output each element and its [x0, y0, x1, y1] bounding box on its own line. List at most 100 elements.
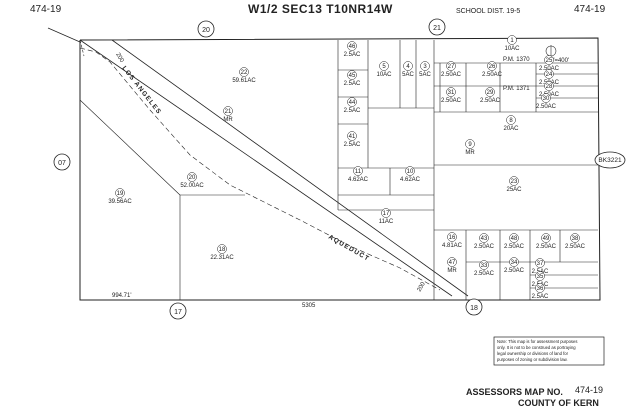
map-ref-right: 474-19 [574, 4, 606, 15]
parcel-number: 47 [449, 260, 456, 266]
svg-text:18: 18 [470, 305, 478, 312]
measure-bottom-left: 994.71' [112, 293, 132, 299]
parcel-18: 18 22.31AC [210, 244, 234, 261]
parcel-number: 38 [572, 236, 579, 242]
parcel-number-circle [487, 61, 497, 71]
book-reference: BK3221 [594, 151, 626, 169]
parcel-number-circle [544, 69, 554, 79]
parcel-number: 18 [219, 247, 226, 253]
parcel-number: 1 [510, 38, 514, 44]
parcel-1: 1 10AC [504, 35, 520, 52]
parcel-area: MR [465, 150, 475, 156]
parcel-number: 17 [383, 211, 390, 217]
parcel-area: 25AC [506, 187, 522, 193]
parcel-number-circle [347, 131, 357, 141]
section-marker-21: 21 [428, 18, 446, 36]
parcel-30: 30 2.50AC [536, 93, 557, 110]
svg-text:17: 17 [174, 309, 182, 316]
parcel-area: 22.31AC [210, 255, 234, 261]
parcel-number: 26 [489, 64, 496, 70]
parcel-area: 10AC [504, 46, 520, 52]
parcel-area: 5AC [419, 72, 431, 78]
parcel-area: 4.81AC [442, 243, 463, 249]
parcel-labels: 2259.61AC21MR1939.56AC2052.00AC1822.31AC… [108, 35, 586, 300]
parcel-number-circle [239, 67, 249, 77]
footer-map-number: 474-19 [575, 385, 603, 395]
svg-text:20: 20 [202, 27, 210, 34]
parcel-number-circle [479, 233, 489, 243]
parcel-8: 8 20AC [503, 115, 519, 132]
parcel-number-circle [405, 166, 415, 176]
parcel-9: 9MR [465, 139, 475, 156]
parcel-number: 3 [423, 64, 427, 70]
parcel-number-circle [465, 139, 475, 149]
footer-county: COUNTY OF KERN [518, 398, 599, 408]
parcel-area: 20AC [503, 126, 519, 132]
parcel-19: 19 39.56AC [108, 188, 132, 205]
parcel-number-circle [115, 188, 125, 198]
parcel-area: 2.50AC [474, 244, 495, 250]
north-arrow-icon [545, 45, 557, 57]
parcel-number-circle [479, 260, 489, 270]
parcel-46: 462.5AC [344, 41, 361, 58]
parcel-number-circle [446, 61, 456, 71]
svg-text:only. It is not to be construe: only. It is not to be construed as portr… [497, 345, 576, 350]
parcel-lines-west [79, 99, 245, 300]
parcel-number-circle [347, 41, 357, 51]
parcel-area: 5AC [402, 72, 414, 78]
parcel-area: 10AC [376, 72, 392, 78]
parcel-number-circle [187, 172, 197, 182]
parcel-number: 27 [448, 64, 455, 70]
parcel-area: 2.5AC [344, 52, 361, 58]
parcel-number: 19 [117, 191, 124, 197]
parcel-area: 2.5AC [532, 294, 549, 300]
parcel-number-circle [446, 87, 456, 97]
parcel-area: 2.50AC [536, 244, 557, 250]
parcel-number-circle [447, 257, 457, 267]
school-district: SCHOOL DIST. 19-5 [456, 8, 520, 15]
parcel-area: 2.5AC [344, 108, 361, 114]
parcel-number: 25 [546, 58, 553, 64]
parcel-area: 11AC [379, 219, 394, 225]
leader-line [47, 27, 81, 43]
parcel-number: 35 [537, 274, 544, 280]
parcel-area: 2.5AC [344, 81, 361, 87]
map-ref-left: 474-19 [30, 4, 62, 15]
svg-text:legal ownership or divisions o: legal ownership or divisions of land for [497, 351, 569, 356]
parcel-17: 17 11AC [379, 208, 394, 225]
disclaimer-note: Note: This map is for assessment purpose… [493, 336, 605, 366]
parcel-41: 412.5AC [344, 131, 361, 148]
parcel-number-circle [223, 106, 233, 116]
parcel-number-circle [447, 232, 457, 242]
parcel-34: 342.50AC [504, 257, 525, 274]
footer-assessors-label: ASSESSORS MAP NO. [466, 387, 563, 397]
road-label-los-angeles: LOS ANGELES [120, 65, 162, 116]
measure-bottom-mid: 5305 [302, 303, 316, 309]
section-marker-20: 20 [197, 20, 215, 38]
road-label-aqueduct: AQUEDUCT [327, 234, 371, 263]
parcel-45: 45 2.5AC [344, 70, 361, 87]
parcel-area: 39.56AC [108, 199, 132, 205]
parcel-area: 2.50AC [536, 104, 557, 110]
parcel-number-circle [506, 115, 516, 125]
parcel-number: 30 [543, 96, 550, 102]
parcel-number: 5 [382, 64, 386, 70]
parcel-number-circle [420, 61, 430, 71]
parcel-25: 252.50AC [539, 55, 560, 72]
parcel-area: 4.62AC [348, 177, 369, 183]
parcel-29: 292.50AC [480, 87, 501, 104]
road-mark-top: 200 [114, 52, 125, 64]
svg-text:07: 07 [58, 160, 66, 167]
parcel-area: 2.50AC [504, 244, 525, 250]
parcel-number-circle [509, 257, 519, 267]
parcel-area: 2.5AC [344, 142, 361, 148]
parcel-number: 45 [349, 73, 356, 79]
parcel-48: 482.50AC [504, 233, 525, 250]
parcel-number-circle [535, 258, 545, 268]
parcel-area: 2.50AC [482, 72, 503, 78]
parcel-number: 8 [509, 118, 513, 124]
